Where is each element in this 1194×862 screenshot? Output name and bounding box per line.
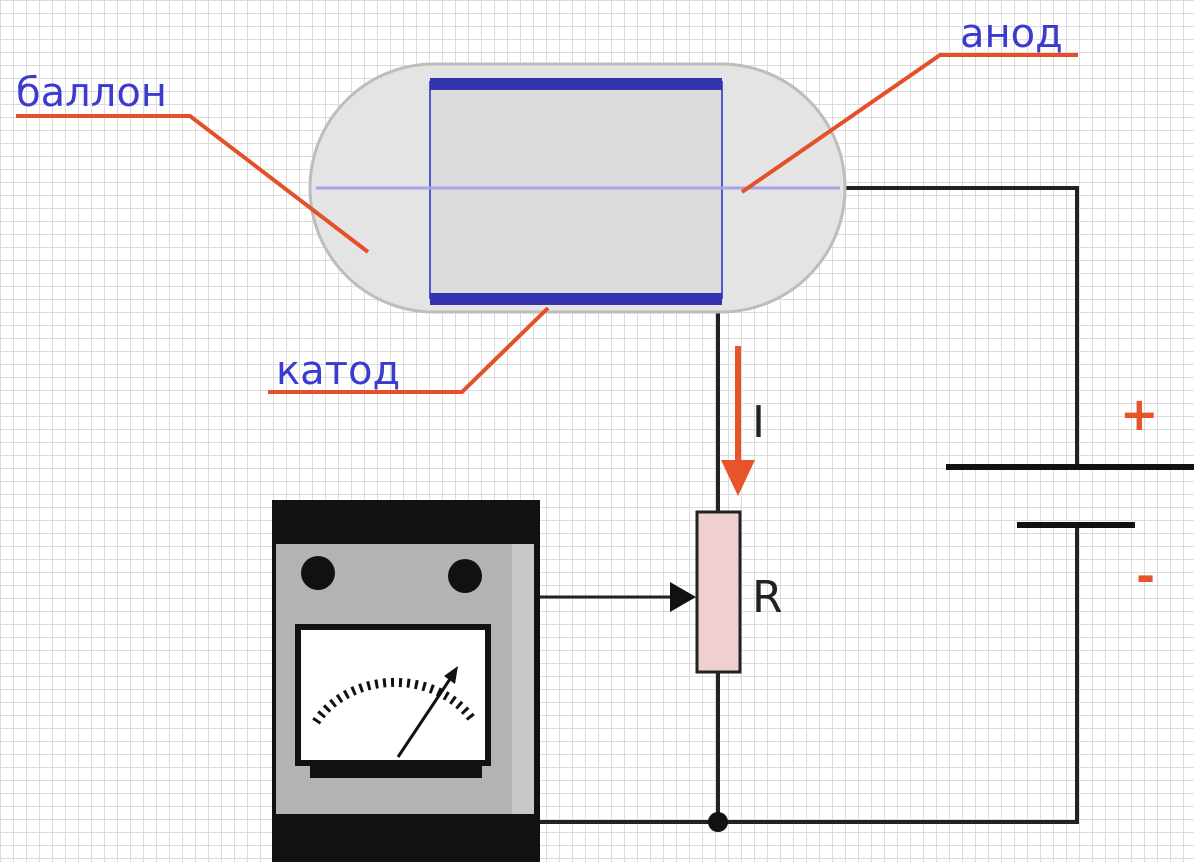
plus-label: + (1120, 387, 1159, 441)
meter-right-rim (512, 544, 534, 814)
balloon-leader (16, 114, 370, 254)
voltmeter-icon (272, 500, 540, 862)
balloon-label: баллон (16, 70, 167, 116)
cathode-label: катод (276, 348, 400, 394)
meter-needle (396, 675, 454, 758)
meter-terminal-right (448, 559, 482, 593)
current-arrow (721, 346, 755, 496)
leader-lines (16, 53, 1078, 394)
anode-label: анод (960, 11, 1063, 57)
anode-plate (430, 78, 722, 90)
meter-terminal-left (301, 556, 335, 590)
battery-icon (946, 464, 1194, 528)
circuit-wires (535, 186, 1079, 824)
meter-scale-arc (312, 677, 478, 725)
resistor (695, 510, 742, 674)
battery-minus-wire (718, 527, 1079, 824)
junction-dot (708, 812, 728, 832)
cathode-plate (430, 293, 722, 305)
anode-leader (740, 53, 1078, 194)
meter-dial (301, 630, 485, 760)
photocell-tube-icon (308, 62, 847, 314)
meter-needle-tip (444, 666, 458, 684)
minus-label: - (1136, 549, 1155, 603)
meter-dial-shadow (310, 760, 482, 778)
tube-inner-area (429, 81, 723, 299)
resistor-label: R (752, 572, 783, 623)
current-label: I (752, 397, 765, 448)
meter-probe-arrowhead (670, 582, 696, 612)
anode-wire (840, 186, 1079, 465)
current-arrow-head (721, 460, 755, 496)
cathode-leader (268, 306, 550, 394)
